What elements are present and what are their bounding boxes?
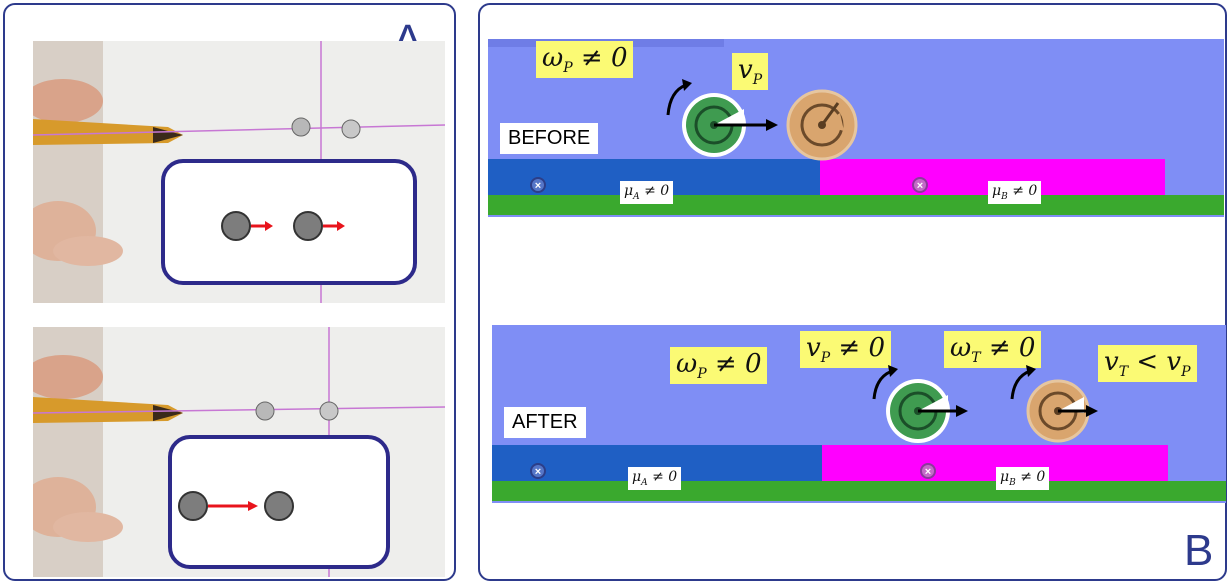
- photo-ball-2: [341, 119, 361, 139]
- sim-after: × × μA ≠ 0 μB ≠ 0 ωP ≠ 0 vP ≠ 0 ωT ≠ 0 v…: [492, 325, 1226, 503]
- v-p-tag: vP: [732, 53, 769, 91]
- panel-b: B × × μA ≠ 0 μB ≠ 0 ωP ≠ 0 vP BEFORE: [478, 3, 1227, 581]
- hand-fingers: [33, 79, 103, 123]
- inset-before: [161, 159, 417, 285]
- pivot-icon: ×: [920, 463, 936, 479]
- omega-t-tag: ωT ≠ 0: [944, 331, 1042, 369]
- v-t-tag: vT < vP: [1098, 345, 1197, 383]
- pivot-icon: ×: [530, 463, 546, 479]
- mu-b-label: μB ≠ 0: [988, 181, 1042, 204]
- pivot-icon: ×: [530, 177, 546, 193]
- sim-before: × × μA ≠ 0 μB ≠ 0 ωP ≠ 0 vP BEFORE: [488, 39, 1224, 217]
- mu-a-label: μA ≠ 0: [628, 467, 682, 490]
- before-disks: [666, 79, 858, 161]
- mu-b-label: μB ≠ 0: [996, 467, 1050, 490]
- hand-fingers: [33, 355, 103, 399]
- rotation-arrow-icon: [1010, 369, 1031, 400]
- inset-after: [168, 435, 390, 569]
- inset-ball-2: [293, 211, 323, 241]
- photo-after: [33, 327, 445, 577]
- inset-ball-1: [178, 491, 208, 521]
- panel-b-letter: B: [1184, 526, 1214, 575]
- mu-a-label: μA ≠ 0: [620, 181, 674, 204]
- inset-after-arrows: [208, 501, 258, 511]
- photo-ball-1: [291, 117, 311, 137]
- after-disks: [872, 365, 1098, 443]
- photo-ball-2: [319, 401, 339, 421]
- cue-stick: [33, 397, 183, 423]
- surface-b: [822, 445, 1168, 481]
- v-p-tag: vP ≠ 0: [800, 331, 891, 369]
- panel-a: A: [3, 3, 456, 581]
- pivot-icon: ×: [912, 177, 928, 193]
- photo-ball-1: [255, 401, 275, 421]
- omega-p-tag: ωP ≠ 0: [536, 41, 634, 79]
- state-label-after: AFTER: [504, 407, 586, 438]
- omega-p-tag: ωP ≠ 0: [670, 347, 768, 385]
- state-label-before: BEFORE: [500, 123, 599, 154]
- photo-before: [33, 41, 445, 303]
- rotation-arrow-icon: [666, 83, 687, 116]
- inset-before-arrows: [251, 221, 345, 231]
- cue-stick: [33, 119, 183, 145]
- inset-ball-1: [221, 211, 251, 241]
- inset-ball-2: [264, 491, 294, 521]
- rotation-arrow-icon: [872, 369, 893, 400]
